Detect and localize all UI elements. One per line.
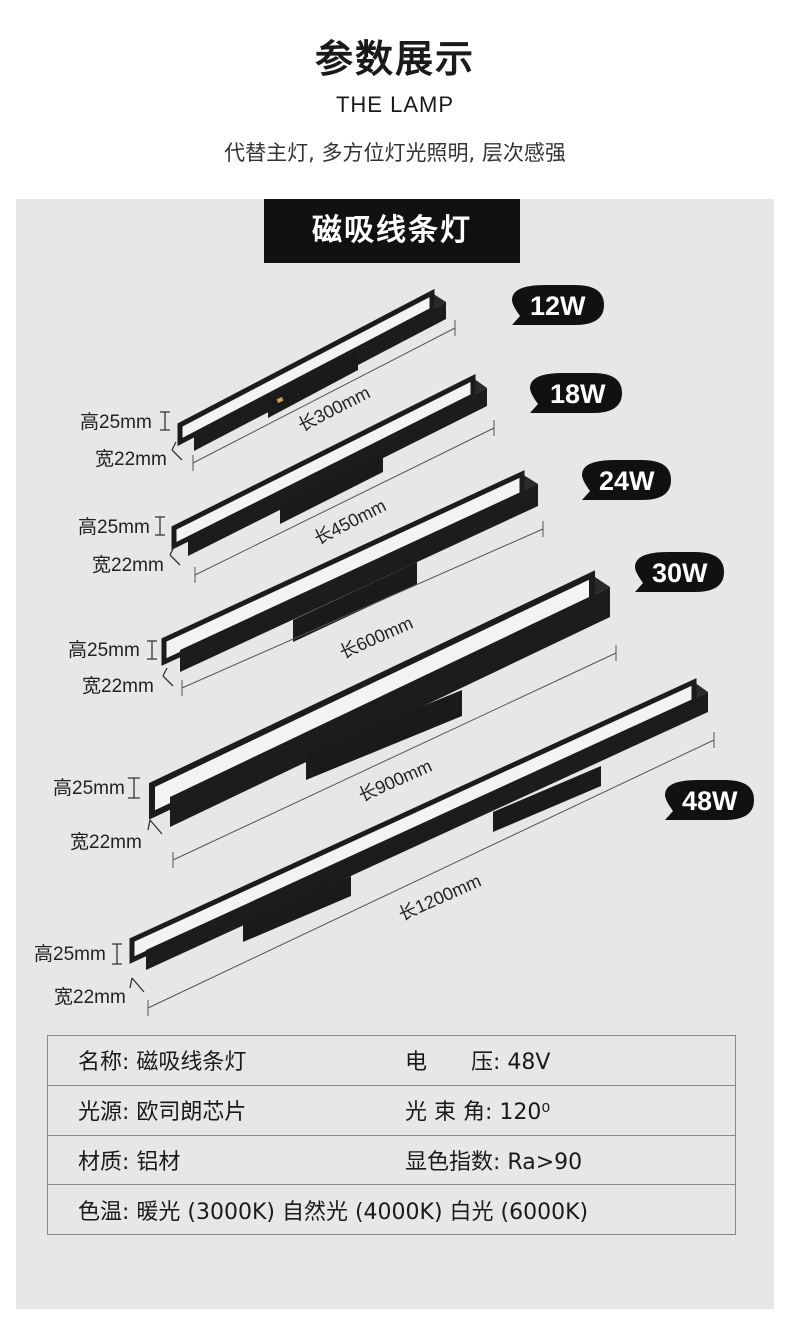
lamp-width-label: 宽22mm [82,675,154,697]
spec-voltage: 电 压: 48V [405,1035,736,1086]
spec-row: 名称: 磁吸线条灯 电 压: 48V [47,1035,736,1086]
lamp-length-label: 长600mm [336,613,415,663]
spec-row: 光源: 欧司朗芯片 光 束 角: 120⁰ [47,1084,736,1136]
lamp-height-label: 高25mm [53,777,125,799]
lamp-24w: 长600mm 高25mm 宽22mm 24W [68,460,671,697]
spec-material: 材质: 铝材 [47,1134,405,1186]
spec-row: 色温: 暖光 (3000K) 自然光 (4000K) 白光 (6000K) [47,1184,736,1235]
lamp-width-label: 宽22mm [54,986,126,1008]
lamp-width-label: 宽22mm [95,448,167,470]
lamp-wattage-badge: 30W [652,558,708,588]
page-title: 参数展示 [314,37,475,81]
spec-name: 名称: 磁吸线条灯 [47,1035,405,1086]
lamp-width-label: 宽22mm [92,554,164,576]
spec-beam-angle: 光 束 角: 120⁰ [405,1084,736,1136]
lamp-18w: 长450mm 高25mm 宽22mm 18W [78,373,622,583]
spec-cri: 显色指数: Ra>90 [405,1134,736,1186]
spec-color-temperature: 色温: 暖光 (3000K) 自然光 (4000K) 白光 (6000K) [47,1184,736,1235]
lamp-height-label: 高25mm [68,639,140,661]
lamp-48w: 长1200mm 高25mm 宽22mm 48W [34,678,754,1016]
lamp-wattage-badge: 48W [682,786,738,816]
lamp-wattage-badge: 18W [550,379,606,409]
page-subtitle: THE LAMP [335,92,455,117]
lamp-wattage-badge: 24W [599,466,655,496]
lamp-length-label: 长1200mm [395,871,484,925]
lamp-width-label: 宽22mm [70,831,142,853]
lamp-height-label: 高25mm [80,411,152,433]
lamp-height-label: 高25mm [34,943,106,965]
spec-table: 名称: 磁吸线条灯 电 压: 48V 光源: 欧司朗芯片 光 束 角: 120⁰… [47,1035,736,1235]
page-tagline: 代替主灯, 多方位灯光照明, 层次感强 [224,141,566,165]
lamp-30w: 长900mm 高25mm 宽22mm 30W [53,552,724,868]
spec-row: 材质: 铝材 显色指数: Ra>90 [47,1134,736,1186]
product-banner: 磁吸线条灯 [264,199,520,263]
lamp-length-label: 长900mm [355,756,434,806]
spec-light-source: 光源: 欧司朗芯片 [47,1084,405,1136]
lamp-wattage-badge: 12W [530,291,586,321]
lamp-height-label: 高25mm [78,516,150,538]
